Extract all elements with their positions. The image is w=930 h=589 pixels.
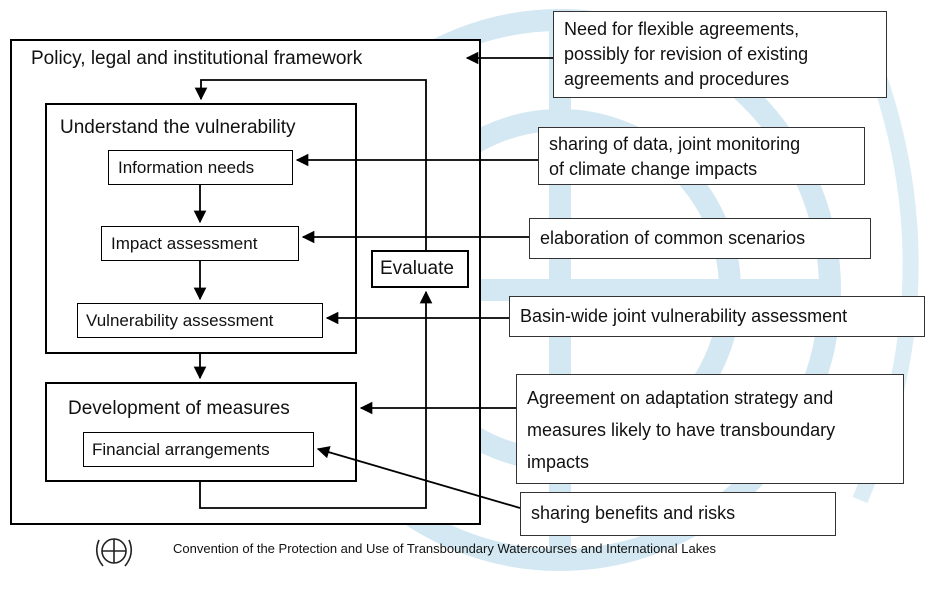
footer-caption: Convention of the Protection and Use of … [173,541,716,556]
note-sharing-benefits: sharing benefits and risks [520,492,836,536]
note-sharing-data: sharing of data, joint monitoring of cli… [538,127,865,185]
impact-assessment-label: Impact assessment [111,234,258,253]
note-common-scenarios: elaboration of common scenarios [529,218,871,259]
note-adaptation-agreement: Agreement on adaptation strategy and mea… [516,374,904,484]
un-emblem-logo [95,538,133,567]
financial-arrangements-label: Financial arrangements [92,440,270,459]
note-flexible-agreements: Need for flexible agreements, possibly f… [553,11,887,98]
vulnerability-assessment-label: Vulnerability assessment [86,311,274,330]
information-needs-label: Information needs [118,158,255,177]
evaluate-box [371,250,469,288]
measures-title: Development of measures [68,398,290,419]
evaluate-label: Evaluate [380,258,454,279]
framework-title: Policy, legal and institutional framewor… [31,48,363,69]
vulnerability-title: Understand the vulnerability [60,117,296,138]
note-basin-wide: Basin-wide joint vulnerability assessmen… [509,296,925,337]
